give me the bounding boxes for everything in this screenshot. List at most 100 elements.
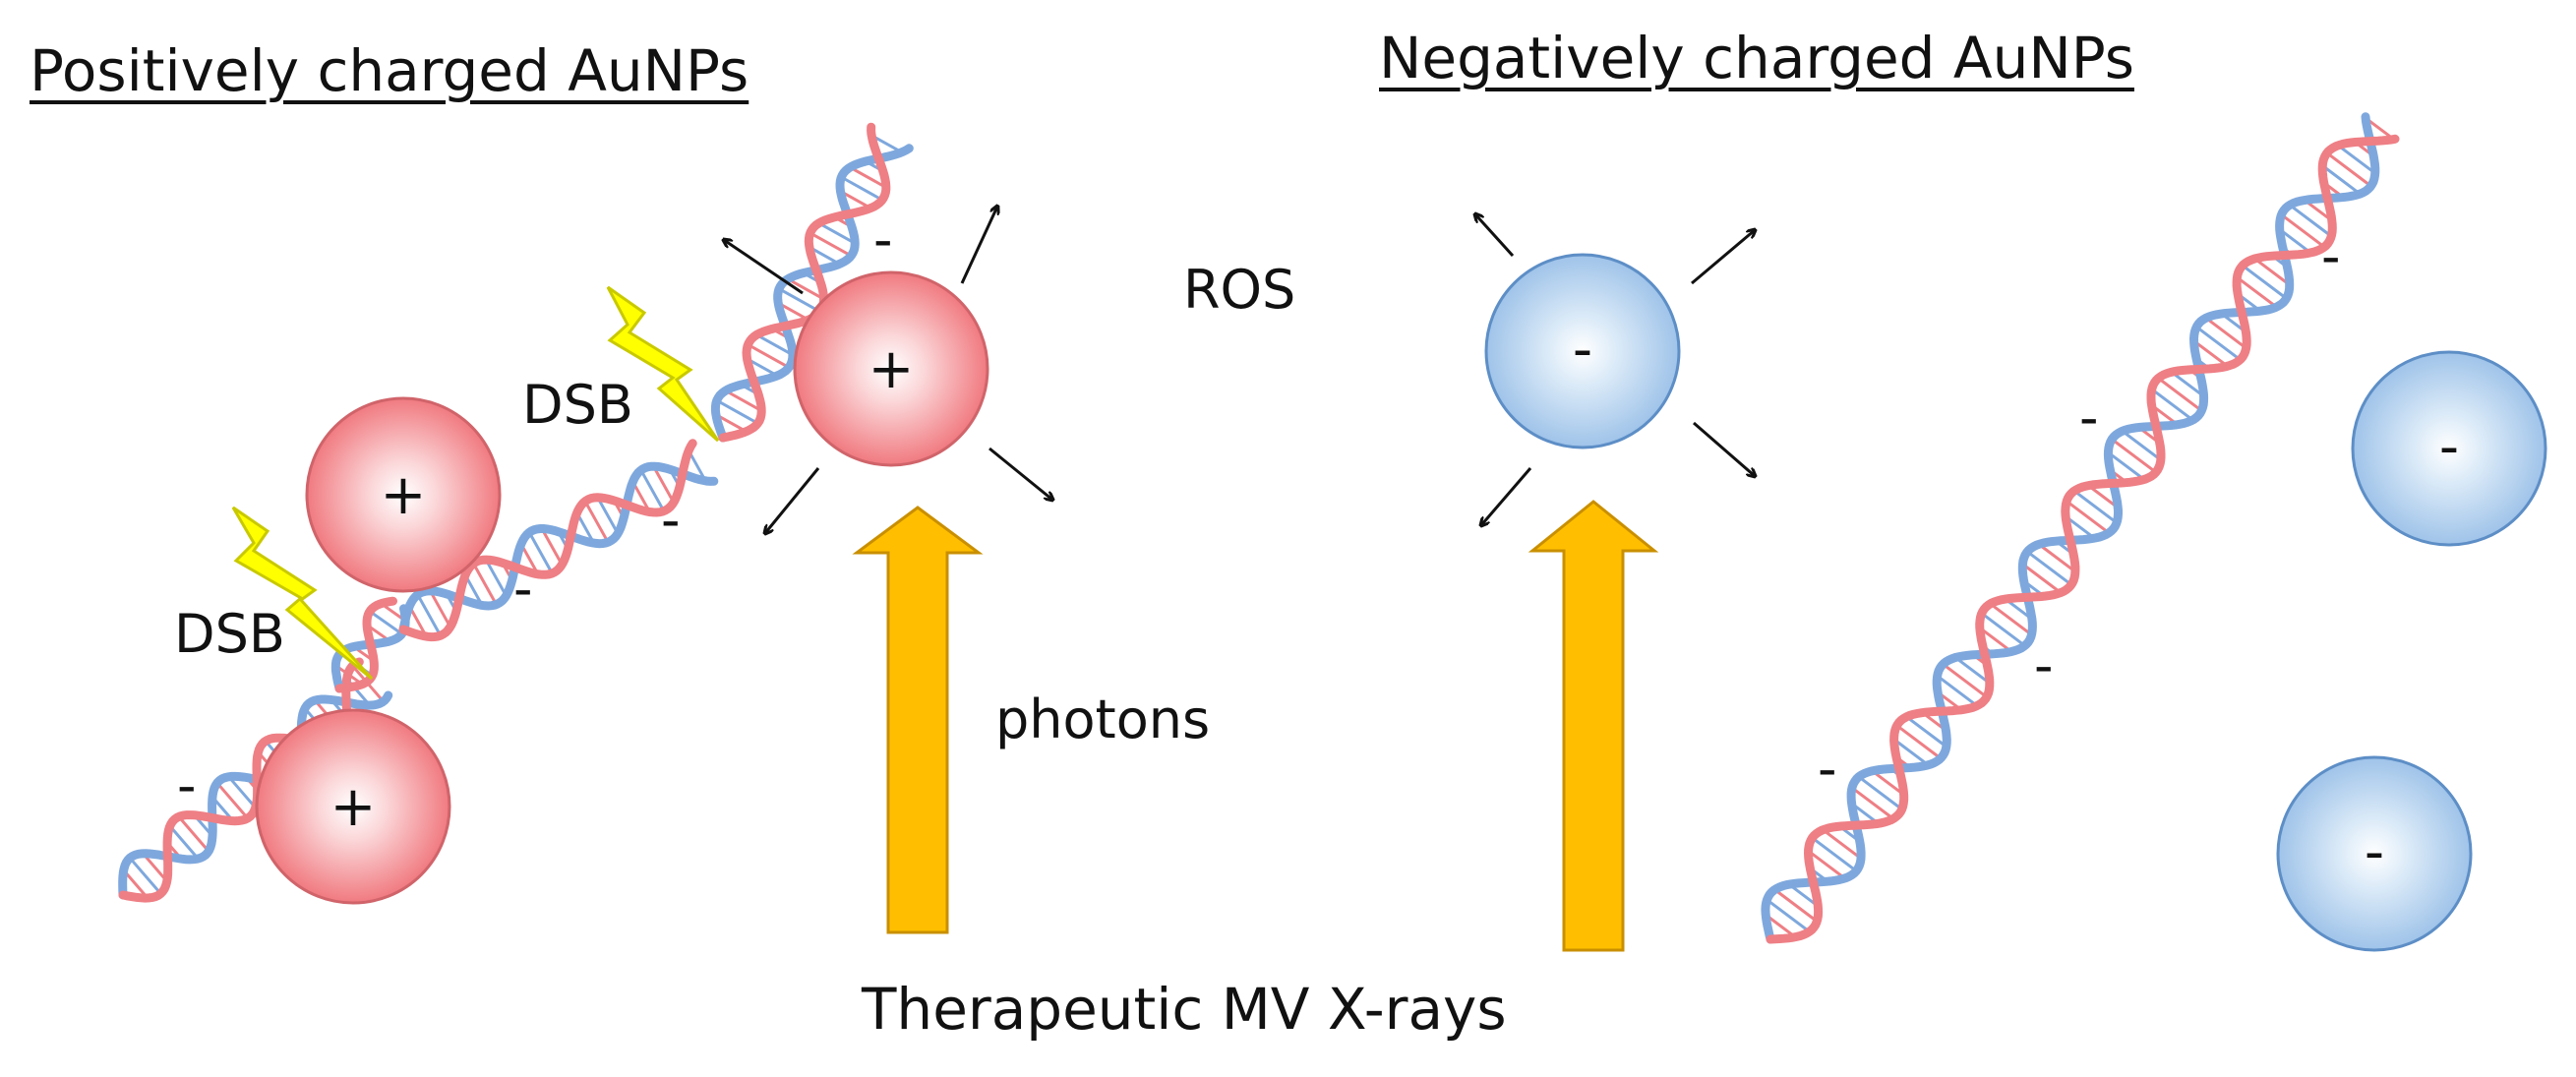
dna-strand-red: [1766, 134, 2400, 944]
dna-base-pair: [1766, 915, 1795, 937]
dna-base-pair: [2039, 544, 2074, 572]
dna-charge-sign: -: [2321, 225, 2341, 287]
dna-base-pair: [2244, 266, 2286, 298]
dna-strand-blue: [710, 144, 914, 443]
dna-base-pair: [2339, 146, 2374, 173]
dna-base-pair: [1980, 628, 2011, 652]
dna-charge-sign: -: [177, 754, 197, 816]
dna-base-pair: [819, 222, 855, 244]
dna-base-pair: [2075, 491, 2116, 523]
dna-base-pair: [2113, 440, 2155, 472]
dna-base-pair: [871, 135, 902, 153]
photon-arrow-right: [1528, 500, 1659, 952]
left-title: Positively charged AuNPs: [30, 37, 749, 104]
dsb-label-upper: DSB: [522, 374, 633, 436]
dna-base-pair: [2282, 214, 2323, 247]
dna-base-pair: [653, 467, 675, 502]
arrow-icon: [1481, 467, 1532, 525]
dna-base-pair: [1809, 851, 1844, 878]
dna-base-pair: [2023, 564, 2061, 593]
arrow-icon: [1475, 214, 1515, 258]
dna-base-pair: [130, 859, 160, 893]
dna-base-pair: [2151, 404, 2178, 425]
dna-base-pair: [1897, 726, 1940, 758]
dna-base-pair: [1775, 889, 1817, 922]
dna-base-pair: [1813, 838, 1855, 870]
dna-base-pair: [1767, 900, 1809, 931]
dna-base-pair: [1944, 664, 1986, 697]
dna-base-pair: [640, 471, 665, 510]
dna-base-pair: [2159, 378, 2201, 411]
dna-base-pair: [757, 334, 792, 356]
dna-base-pair: [1873, 770, 1903, 795]
dna-base-pair: [2152, 389, 2192, 420]
charge-sign: -: [2439, 415, 2459, 479]
dna-base-pair: [123, 870, 148, 898]
dna-base-pair: [335, 665, 362, 685]
dna-base-pair: [1789, 884, 1818, 907]
dna-base-pair: [851, 166, 885, 188]
dna-base-pair: [2067, 502, 2108, 533]
right-title: Negatively charged AuNPs: [1379, 25, 2134, 91]
dna-strand-red: [398, 439, 697, 642]
dna-base-pair: [143, 854, 167, 881]
dna-base-pair: [2238, 277, 2276, 307]
dna-base-pair: [2291, 205, 2331, 236]
dna-base-pair: [370, 611, 401, 634]
dna-base-pair: [2028, 552, 2070, 585]
lightning-bolt-icon: [231, 506, 374, 681]
dna-base-pair: [2328, 153, 2370, 186]
dna-base-pair: [217, 783, 248, 818]
lightning-bolt-icon: [606, 285, 720, 443]
dna-base-pair: [726, 389, 761, 411]
dna-base-pair: [576, 513, 595, 543]
dna-base-pair: [2172, 372, 2203, 396]
dna-strand-blue: [398, 461, 719, 634]
dna-charge-sign: -: [513, 558, 533, 620]
arrow-icon: [724, 240, 804, 295]
dna-base-pair: [430, 591, 451, 627]
dna-base-pair: [748, 358, 777, 377]
dna-strand-blue: [118, 690, 393, 900]
dna-charge-sign: -: [873, 209, 893, 270]
dna-base-pair: [1983, 614, 2024, 646]
dna-base-pair: [2197, 327, 2240, 360]
dna-base-pair: [1853, 788, 1892, 819]
dna-base-pair: [841, 191, 870, 209]
bottom-label: Therapeutic MV X-rays: [862, 976, 1507, 1043]
dna-base-pair: [1894, 739, 1928, 765]
dna-base-pair: [1824, 830, 1860, 859]
photon-arrow-left: [852, 506, 984, 934]
dna-base-pair: [749, 344, 788, 368]
negative-nanoparticle: -: [2276, 755, 2473, 952]
dna-charge-sign: -: [2079, 387, 2099, 449]
charge-sign: +: [381, 463, 427, 527]
dna-base-pair: [780, 288, 819, 312]
dna-base-pair: [2123, 431, 2160, 460]
charge-sign: -: [2365, 820, 2384, 884]
photons-label: photons: [995, 688, 1211, 750]
dna-strand-red: [718, 122, 891, 443]
dna-base-pair: [541, 529, 563, 564]
dna-base-pair: [417, 595, 441, 634]
dna-base-pair: [809, 246, 839, 265]
dna-base-pair: [464, 575, 483, 605]
dna-base-pair: [2305, 200, 2332, 221]
positive-nanoparticle: +: [793, 270, 989, 467]
dna-strand-blue: [1761, 112, 2380, 944]
dna-base-pair: [473, 565, 497, 604]
dna-base-pair: [170, 826, 199, 859]
dna-base-pair: [1955, 657, 1989, 684]
dna-base-pair: [485, 561, 507, 595]
dna-base-pair: [2206, 318, 2246, 348]
arrow-icon: [1693, 421, 1755, 476]
dna-base-pair: [779, 302, 809, 321]
dna-base-pair: [2323, 165, 2360, 194]
dna-base-pair: [2088, 485, 2118, 509]
dna-base-pair: [584, 502, 609, 541]
dna-base-pair: [2066, 515, 2094, 539]
dna-base-pair: [1860, 777, 1901, 809]
dna-base-pair: [1907, 717, 1946, 747]
